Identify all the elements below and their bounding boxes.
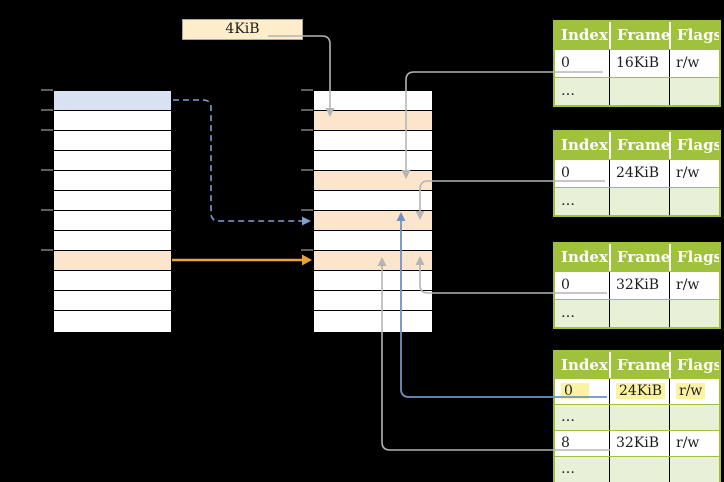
- cell-frame: [609, 188, 669, 215]
- memory-row-2: [54, 131, 171, 151]
- memory-row-0: [314, 91, 432, 111]
- highlighted-value: r/w: [676, 383, 706, 399]
- page-table-row: …: [555, 456, 719, 482]
- cell-index: 0: [561, 165, 570, 181]
- cell-index: 0: [561, 277, 570, 293]
- memory-row-8: [54, 251, 171, 271]
- cell-flags: [669, 78, 719, 105]
- page-size-label: 4KiB: [182, 19, 303, 40]
- virtual-memory-table: [53, 90, 172, 333]
- page-size-label-text: 4KiB: [225, 21, 260, 37]
- cell-index: 8: [561, 435, 570, 451]
- header-cell-frame: Frame: [609, 244, 669, 271]
- cell-flags: r/w: [669, 50, 719, 77]
- cell-frame: 16KiB: [609, 50, 669, 77]
- physical-memory-table: [313, 90, 433, 333]
- cell-flags: [669, 405, 719, 430]
- memory-row-1: [54, 111, 171, 131]
- physical-memory-ticks: [301, 89, 313, 251]
- vm-page0-mapping-arrow: [173, 99, 311, 226]
- cell-frame: 32KiB: [609, 272, 669, 299]
- memory-row-11: [54, 311, 171, 331]
- page-table-row: …: [555, 77, 719, 105]
- cell-frame: 24KiB: [609, 160, 669, 187]
- header-cell-flags: Flags: [669, 352, 719, 378]
- memory-row-11: [314, 311, 432, 331]
- cell-index: …: [561, 193, 575, 209]
- memory-row-9: [314, 271, 432, 291]
- cell-index: …: [561, 305, 575, 321]
- cell-frame: [609, 405, 669, 430]
- memory-row-4: [54, 171, 171, 191]
- memory-row-3: [54, 151, 171, 171]
- memory-row-8: [314, 251, 432, 271]
- cell-flags: r/w: [669, 272, 719, 299]
- cell-frame: 32KiB: [609, 431, 669, 456]
- cell-frame: [609, 457, 669, 482]
- header-cell-frame: Frame: [609, 352, 669, 378]
- page-table-row: …: [555, 187, 719, 215]
- memory-row-2: [314, 131, 432, 151]
- cell-flags: r/w: [669, 431, 719, 456]
- header-cell-flags: Flags: [669, 244, 719, 271]
- memory-row-4: [314, 171, 432, 191]
- memory-row-10: [314, 291, 432, 311]
- memory-row-1: [314, 111, 432, 131]
- cell-flags: [669, 300, 719, 327]
- page-table-row: …: [555, 299, 719, 327]
- memory-row-6: [314, 211, 432, 231]
- cell-index: …: [561, 83, 575, 99]
- virtual-memory-ticks: [41, 89, 53, 251]
- cell-flags: [669, 457, 719, 482]
- memory-row-3: [314, 151, 432, 171]
- cell-flags: r/w: [669, 160, 719, 187]
- cell-flags: [669, 188, 719, 215]
- page-table-row: 0 24KiB r/w: [555, 378, 719, 404]
- memory-row-6: [54, 211, 171, 231]
- cell-index: …: [561, 409, 575, 425]
- memory-row-5: [54, 191, 171, 211]
- highlighted-value: 24KiB: [616, 383, 666, 399]
- cell-flags: r/w: [669, 379, 719, 404]
- highlighted-value: 0: [561, 383, 589, 399]
- memory-row-7: [54, 231, 171, 251]
- memory-row-10: [54, 291, 171, 311]
- memory-row-0: [54, 91, 171, 111]
- memory-row-5: [314, 191, 432, 211]
- page-table-row: …: [555, 404, 719, 430]
- header-cell-index: Index: [561, 136, 608, 154]
- header-cell-index: Index: [561, 356, 608, 374]
- memory-row-9: [54, 271, 171, 291]
- memory-row-7: [314, 231, 432, 251]
- cell-index: 0: [561, 55, 570, 71]
- cell-index: …: [561, 461, 575, 477]
- vm-page8-mapping-arrow: [172, 254, 312, 266]
- header-cell-frame: Frame: [609, 22, 669, 49]
- header-cell-frame: Frame: [609, 132, 669, 159]
- cell-frame: 24KiB: [609, 379, 669, 404]
- header-cell-flags: Flags: [669, 22, 719, 49]
- cell-frame: [609, 300, 669, 327]
- header-cell-index: Index: [561, 248, 608, 266]
- header-cell-index: Index: [561, 26, 608, 44]
- cell-frame: [609, 78, 669, 105]
- cell-index: 0: [555, 379, 609, 404]
- header-cell-flags: Flags: [669, 132, 719, 159]
